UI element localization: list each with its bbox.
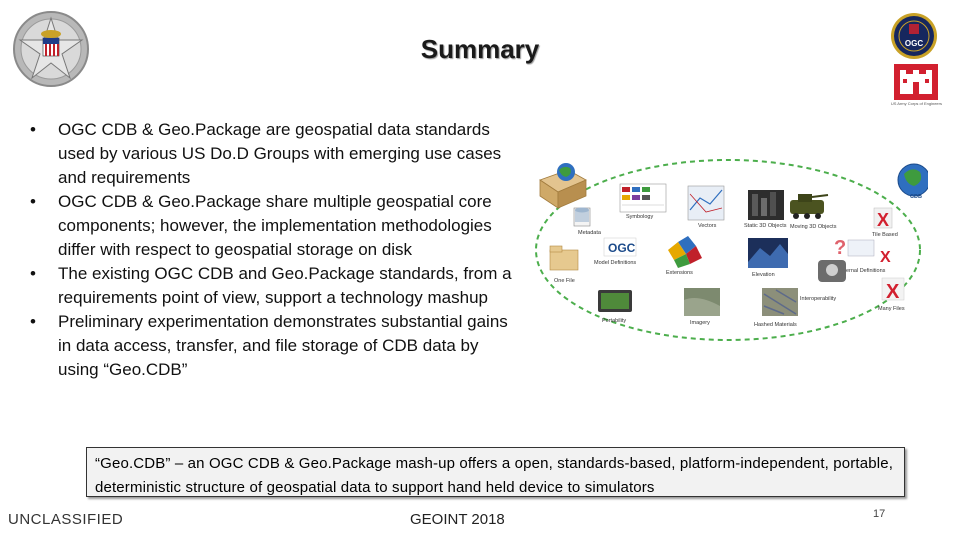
- static-3d-objects-label: Static 3D Objects: [744, 223, 787, 229]
- interoperability-label: Interoperability: [800, 296, 836, 302]
- page-number: 17: [873, 508, 886, 520]
- bullet-item: Preliminary experimentation demonstrates…: [30, 310, 520, 382]
- svg-text:?: ?: [834, 237, 846, 259]
- external-definitions-label: External Definitions: [838, 268, 886, 274]
- extensions-label: Extensions: [666, 270, 693, 276]
- symbology-icon: Symbology: [619, 183, 667, 220]
- svg-text:X: X: [877, 210, 889, 230]
- bullet-item: OGC CDB & Geo.Package share multiple geo…: [30, 190, 520, 262]
- many-files-label: Many Files: [878, 306, 905, 312]
- svg-text:X: X: [886, 281, 900, 303]
- ogc-seal-logo: OGC: [890, 12, 938, 60]
- cdb-label: CDB: [910, 194, 922, 200]
- svg-text:OGC: OGC: [608, 241, 636, 255]
- vectors-label: Vectors: [698, 223, 717, 229]
- dod-seal-logo: [12, 10, 90, 88]
- geopackage-box-icon: [539, 163, 587, 209]
- cdb-globe-icon: CDB: [897, 163, 931, 200]
- svg-text:X: X: [880, 249, 891, 266]
- symbology-label: Symbology: [626, 214, 653, 220]
- model-definitions-label: Model Definitions: [594, 260, 636, 266]
- elevation-icon: Elevation: [748, 238, 788, 278]
- geocdb-callout-box: “Geo.CDB” – an OGC CDB & Geo.Package mas…: [86, 447, 905, 497]
- cdb-geopackage-diagram: Metadata Symbology Vectors St: [528, 150, 931, 350]
- imagery-label: Imagery: [690, 320, 710, 326]
- diagram-dashed-ellipse: [535, 159, 921, 341]
- tile-based-x-icon: X Tile Based: [872, 207, 898, 238]
- summary-bullet-list: OGC CDB & Geo.Package are geospatial dat…: [30, 118, 520, 382]
- metadata-label: Metadata: [578, 230, 602, 236]
- usace-castle-logo: [894, 64, 938, 100]
- imagery-icon: Imagery: [684, 288, 720, 326]
- event-label: GEOINT 2018: [410, 511, 505, 528]
- metadata-icon: Metadata: [573, 207, 602, 236]
- hashed-materials-icon: Hashed Materials: [754, 288, 798, 328]
- usace-caption: US Army Corps of Engineers: [890, 101, 942, 106]
- one-file-folder-icon: One File: [549, 245, 579, 284]
- slide-title: Summary: [420, 34, 540, 64]
- static-3d-objects-icon: Static 3D Objects: [744, 190, 787, 229]
- moving-3d-objects-label: Moving 3D Objects: [790, 224, 837, 230]
- moving-3d-objects-icon: Moving 3D Objects: [790, 194, 837, 230]
- vectors-icon: Vectors: [687, 185, 725, 229]
- bullet-item: OGC CDB & Geo.Package are geospatial dat…: [30, 118, 520, 190]
- tile-based-label: Tile Based: [872, 232, 898, 238]
- many-files-x-icon: X Many Files: [878, 277, 905, 312]
- interoperability-icon: Interoperability: [800, 260, 846, 302]
- portability-label: Portability: [602, 318, 626, 324]
- portability-icon: Portability: [598, 290, 632, 324]
- bullet-item: The existing OGC CDB and Geo.Package sta…: [30, 262, 520, 310]
- one-file-label: One File: [554, 278, 575, 284]
- many-files-x-icon-upper: X: [880, 249, 891, 266]
- elevation-label: Elevation: [752, 272, 775, 278]
- hashed-materials-label: Hashed Materials: [754, 322, 797, 328]
- ogc-seal-text: OGC: [905, 39, 923, 48]
- classification-label: UNCLASSIFIED: [8, 511, 124, 528]
- ogc-logo-icon: OGC Model Definitions: [594, 237, 636, 266]
- extensions-icon: Extensions: [666, 236, 702, 276]
- external-definitions-icon: ? External Definitions: [834, 237, 886, 274]
